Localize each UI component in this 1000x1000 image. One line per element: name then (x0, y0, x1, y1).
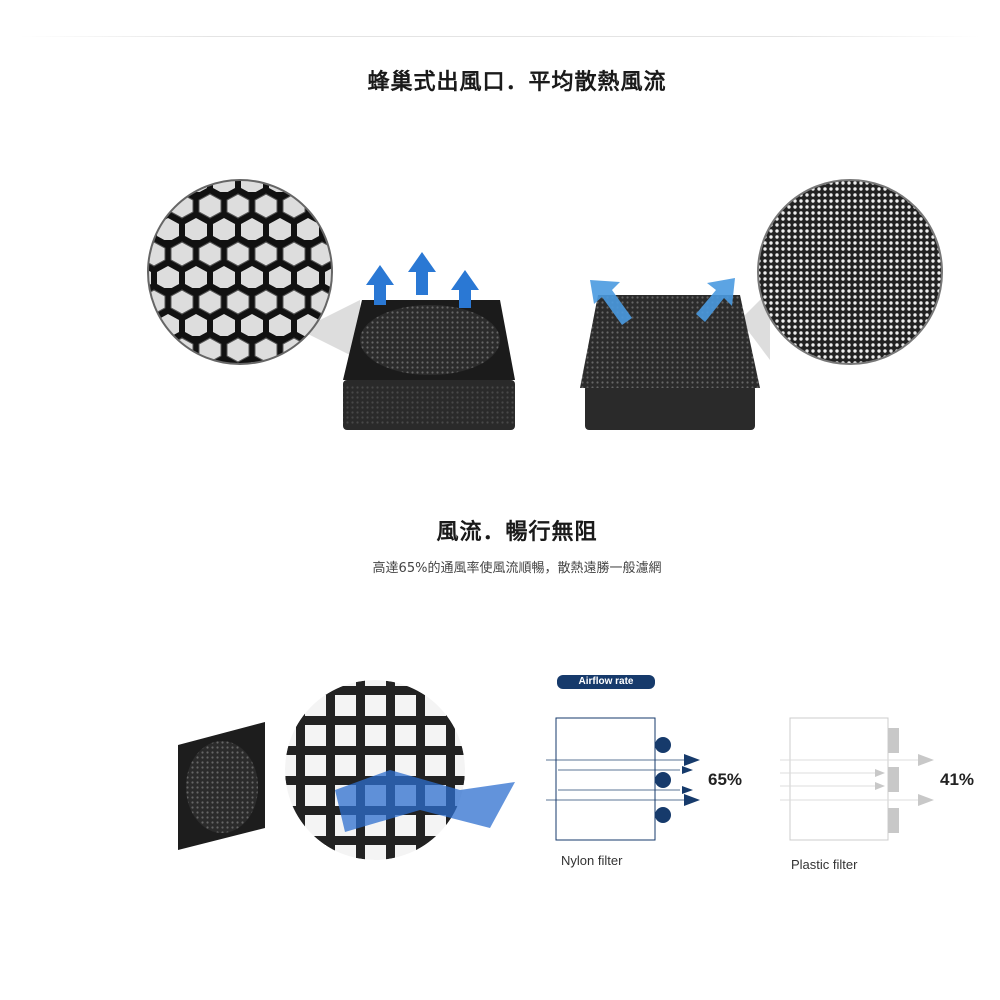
zoom-shadow (300, 300, 360, 360)
airflow-arrows (366, 252, 479, 308)
filter-panel (178, 722, 265, 850)
plastic-rate: 41% (940, 770, 975, 789)
airflow-arrow (335, 770, 515, 832)
fine-mesh-closeup (758, 180, 942, 364)
nylon-label: Nylon filter (561, 853, 623, 868)
divider (20, 36, 980, 37)
plastic-diagram (780, 717, 934, 841)
section2-title: 風流．暢行無阻 (436, 520, 598, 545)
nylon-diagram (546, 717, 700, 841)
nylon-rate: 65% (708, 770, 743, 789)
section2-subtitle: 高達65%的通風率使風流順暢，散熱遠勝一般濾網 (372, 561, 662, 576)
grid-closeup (285, 680, 465, 860)
section1-title: 蜂巢式出風口．平均散熱風流 (367, 70, 667, 95)
fan-fine-mesh (580, 295, 760, 430)
honeycomb-closeup (148, 180, 332, 364)
plastic-label: Plastic filter (791, 857, 858, 872)
fan-honeycomb (343, 300, 515, 430)
airflow-rate-badge: Airflow rate (557, 675, 655, 689)
